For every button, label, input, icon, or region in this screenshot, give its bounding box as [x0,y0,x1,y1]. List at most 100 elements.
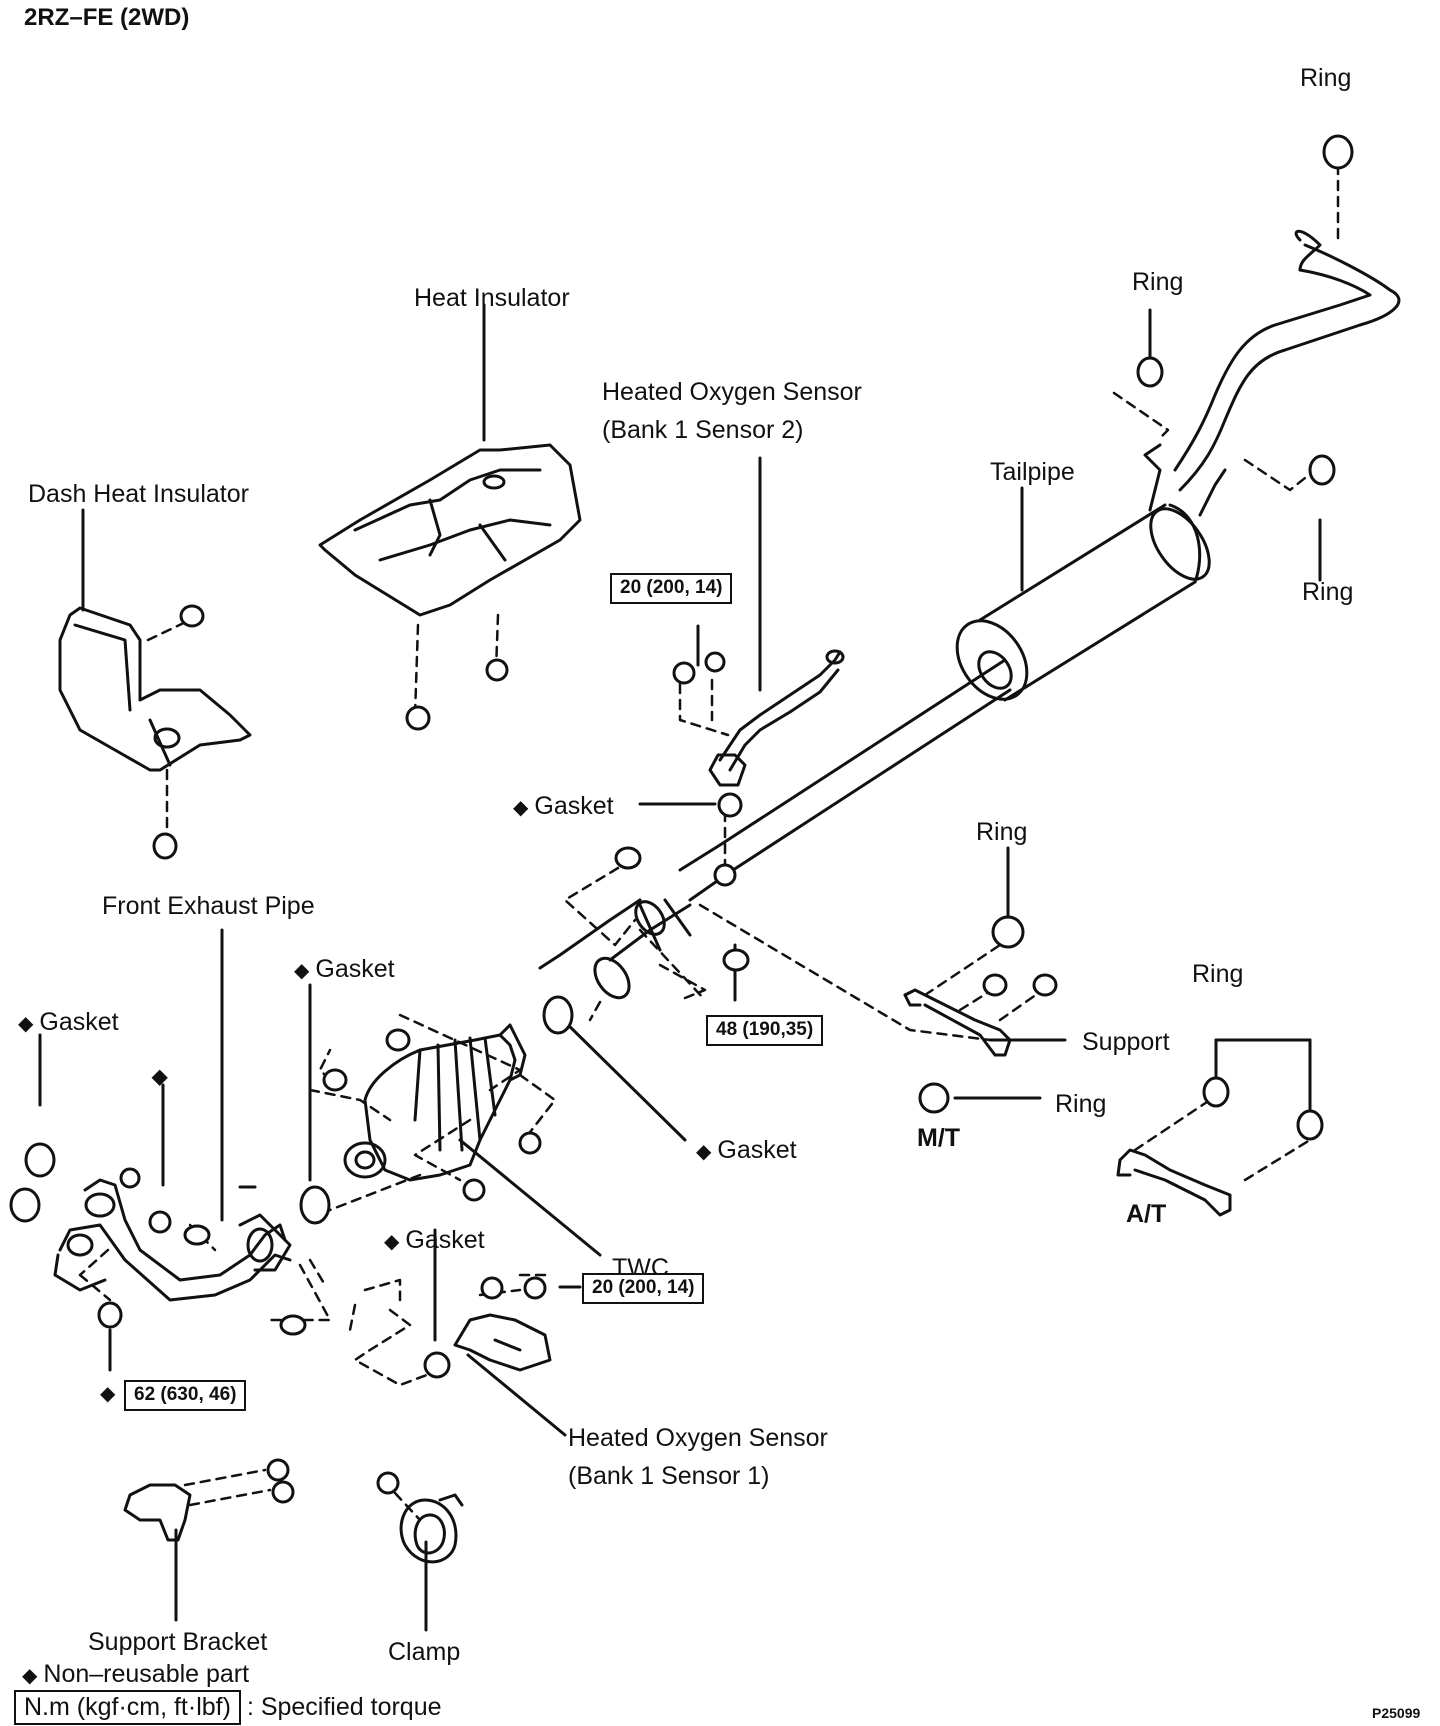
nut-part [518,1131,542,1155]
legend-text: Non–reusable part [43,1660,250,1688]
nut-part [271,1480,295,1504]
label-text: Gasket [405,1226,485,1254]
label-front-exhaust-pipe: Front Exhaust Pipe [102,892,315,920]
nut-part [1032,973,1058,997]
label-support: Support [1082,1028,1170,1056]
label-at: A/T [1126,1200,1167,1228]
gasket-part [713,863,737,887]
label-ring-mt: Ring [1055,1090,1107,1118]
gasket-part [9,1187,41,1223]
label-heated-o2-sensor-1: Heated Oxygen Sensor [568,1424,828,1452]
label-gasket-mid: ◆Gasket [294,955,395,984]
diamond-icon: ◆ [22,1665,38,1687]
label-text: Gasket [717,1136,797,1164]
label-manifold-torque: ◆ [100,1378,121,1407]
label-heated-o2-sensor-2-sub: (Bank 1 Sensor 2) [602,416,804,444]
label-ring-top: Ring [1300,64,1352,92]
gasket-part [299,1185,331,1225]
support-at-shape [1116,1148,1232,1217]
small-parts [9,134,1354,1504]
nut-part [485,658,509,682]
label-mt: M/T [917,1124,961,1152]
torque-sensor-1: 20 (200, 14) [582,1273,705,1304]
torque-sensor-2: 20 (200, 14) [610,573,733,604]
bolt-part [279,1314,307,1336]
label-gasket-lower: ◆Gasket [384,1226,485,1255]
gasket-part [24,1142,56,1178]
nut-part [704,651,726,673]
diamond-icon: ◆ [696,1141,712,1163]
muffler [955,443,1227,702]
ring-part [1202,1076,1230,1108]
leader-lines [38,303,1322,1632]
nut-part [322,1068,348,1092]
diamond-icon: ◆ [18,1013,34,1035]
nut-part [385,1028,411,1052]
diamond-icon: ◆ [294,960,310,982]
bolt-part [614,846,642,870]
bolt-part [183,1224,211,1246]
nut-part [405,705,431,731]
gasket-part [542,995,574,1035]
ring-part [1322,134,1354,170]
label-support-bracket: Support Bracket [88,1628,268,1656]
label-heated-o2-sensor-1-sub: (Bank 1 Sensor 1) [568,1462,770,1490]
front-exhaust-pipe-shape [53,1178,292,1302]
label-text: Gasket [315,955,395,983]
ring-part [918,1082,950,1114]
legend-torque-desc: : Specified torque [246,1693,442,1721]
bolt-part [376,1471,400,1495]
nut-part [119,1167,141,1189]
support-bracket-shape [123,1483,192,1542]
nut-part [97,1301,123,1329]
nut-part [148,1210,172,1234]
dash-heat-insulator-shape [58,606,252,772]
nut-part [982,973,1008,997]
diamond-icon: ◆ [100,1383,116,1405]
nut-part [266,1458,290,1482]
gasket-part [423,1351,451,1379]
diamond-icon: ◆ [384,1231,400,1253]
o2-sensor-1-shape [453,1313,552,1372]
diamond-manifold-marker: ◆ [152,1066,168,1088]
support-mt-shape [903,988,1012,1057]
o2-sensor-2-shape [708,649,845,787]
nut-part [462,1178,486,1202]
clamp-shape [399,1493,464,1564]
label-gasket-twc: ◆Gasket [696,1136,797,1165]
nut-part [152,832,178,860]
tailpipe-end [1294,229,1322,272]
ring-part [991,915,1025,949]
ring-part [1136,356,1164,388]
label-heat-insulator: Heat Insulator [414,284,570,312]
ring-part [1296,1109,1324,1141]
torque-flange: 48 (190,35) [706,1015,824,1046]
gasket-part [717,792,743,818]
nut-part [179,604,205,628]
legend-torque-box: N.m (kgf·cm, ft·lbf) [14,1690,241,1725]
legend-non-reusable: ◆Non–reusable part [22,1660,249,1689]
label-text: Gasket [39,1008,119,1036]
figure-code: P25099 [1372,1705,1421,1721]
bolt-part [722,948,750,972]
tailpipe-shape [1173,243,1401,492]
label-tailpipe: Tailpipe [990,458,1075,486]
label-gasket-center: ◆Gasket [513,792,614,821]
label-clamp: Clamp [388,1638,461,1666]
nut-part [523,1276,547,1300]
label-gasket-left: ◆Gasket [18,1008,119,1037]
center-flange [593,898,692,1000]
label-ring-at: Ring [1192,960,1244,988]
ring-part [1308,454,1336,486]
twc-shape [343,1023,527,1182]
heat-insulator-shape [318,443,582,617]
torque-manifold: 62 (630, 46) [124,1380,247,1411]
nut-part [672,661,696,685]
label-dash-heat-insulator: Dash Heat Insulator [28,480,249,508]
label-ring-upper: Ring [1132,268,1184,296]
page-title: 2RZ–FE (2WD) [24,4,190,31]
diamond-icon: ◆ [513,797,529,819]
nut-part [480,1276,504,1300]
label-ring-right: Ring [1302,578,1354,606]
